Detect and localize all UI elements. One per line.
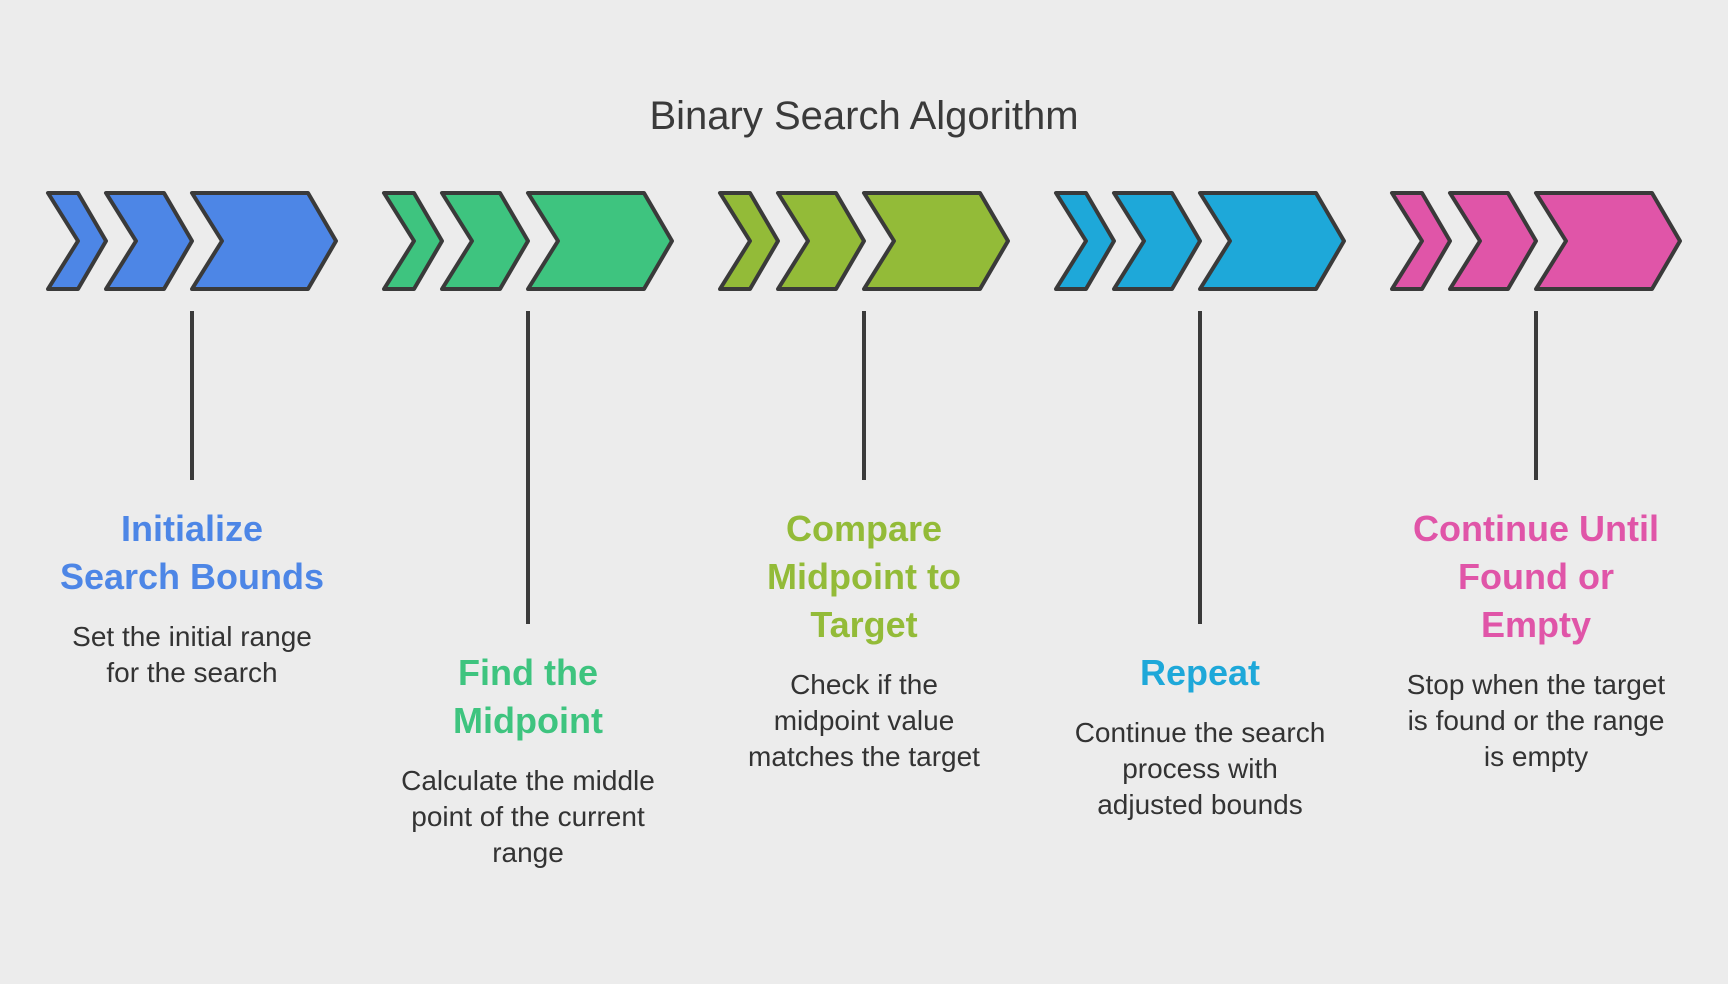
chevron-compare-1	[718, 191, 780, 291]
chevron-continue-2	[1448, 191, 1538, 291]
step-description-line: Check if the	[790, 669, 938, 700]
step-title-line: Target	[810, 604, 918, 645]
step-description-line: process with	[1122, 753, 1278, 784]
step-description-line: for the search	[106, 657, 278, 688]
chevron-repeat-2	[1112, 191, 1202, 291]
step-description-line: Stop when the target	[1406, 669, 1666, 700]
step-description-line: point of the current	[411, 801, 645, 832]
step-description-midpoint: Calculate the middle point of the current…	[368, 763, 688, 871]
step-description-line: Set the initial range	[72, 621, 312, 652]
step-description-line: is found or the range	[1407, 705, 1665, 736]
step-description-line: range	[492, 837, 564, 868]
step-title-line: Continue Until	[1413, 508, 1659, 549]
step-description-initialize: Set the initial range for the search	[32, 619, 352, 691]
chevron-initialize-3	[190, 191, 338, 291]
chevron-midpoint-1	[382, 191, 444, 291]
chevron-initialize-2	[104, 191, 194, 291]
chevron-compare-2	[776, 191, 866, 291]
chevron-compare-3	[862, 191, 1010, 291]
step-description-line: is empty	[1483, 741, 1589, 772]
chevron-continue-3	[1534, 191, 1682, 291]
step-title-line: Find the	[458, 652, 598, 693]
step-title-line: Found or	[1458, 556, 1614, 597]
chevron-initialize-1	[46, 191, 108, 291]
step-description-line: Continue the search	[1074, 717, 1326, 748]
step-title-line: Compare	[785, 508, 943, 549]
step-title-line: Initialize	[120, 508, 264, 549]
step-title-line: Midpoint to	[767, 556, 961, 597]
diagram-title: Binary Search Algorithm	[649, 94, 1079, 138]
step-description-line: matches the target	[748, 741, 980, 772]
step-title-line: Search Bounds	[59, 556, 325, 597]
step-description-line: Calculate the middle	[401, 765, 655, 796]
step-title-repeat: Repeat	[1040, 649, 1360, 697]
step-description-line: adjusted bounds	[1097, 789, 1303, 820]
chevron-midpoint-3	[526, 191, 674, 291]
chevron-midpoint-2	[440, 191, 530, 291]
step-description-compare: Check if the midpoint value matches the ta…	[699, 667, 1029, 775]
step-description-line: midpoint value	[773, 705, 955, 736]
step-title-line: Repeat	[1139, 652, 1261, 693]
step-description-repeat: Continue the search process with adjusted …	[1040, 715, 1360, 823]
step-description-continue: Stop when the target is found or the rang…	[1376, 667, 1696, 775]
step-title-line: Empty	[1480, 604, 1592, 645]
chevron-repeat-1	[1054, 191, 1116, 291]
chevron-continue-1	[1390, 191, 1452, 291]
chevron-repeat-3	[1198, 191, 1346, 291]
step-title-line: Midpoint	[453, 700, 603, 741]
